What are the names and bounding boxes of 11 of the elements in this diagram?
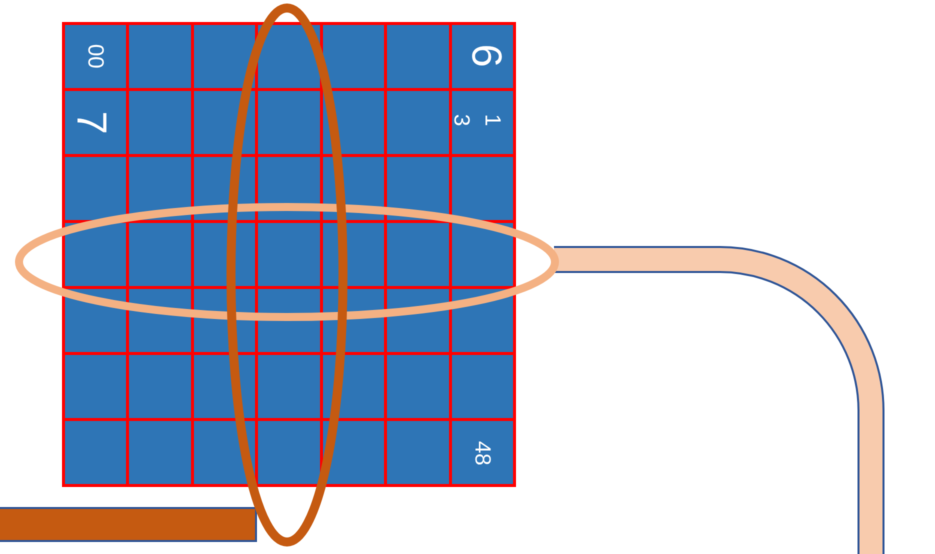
grid-cell bbox=[384, 22, 452, 91]
cell-number: 1 3 bbox=[448, 114, 506, 128]
cell-number: 48 bbox=[472, 440, 494, 466]
cell-number: 6 bbox=[465, 44, 508, 68]
bar bbox=[0, 507, 257, 542]
grid-cell bbox=[255, 418, 323, 488]
grid-cell bbox=[126, 418, 194, 488]
grid-cell bbox=[384, 418, 452, 488]
cell-number: 00 bbox=[84, 44, 106, 68]
grid-cell bbox=[126, 22, 194, 91]
cell-number: 7 bbox=[70, 110, 112, 134]
